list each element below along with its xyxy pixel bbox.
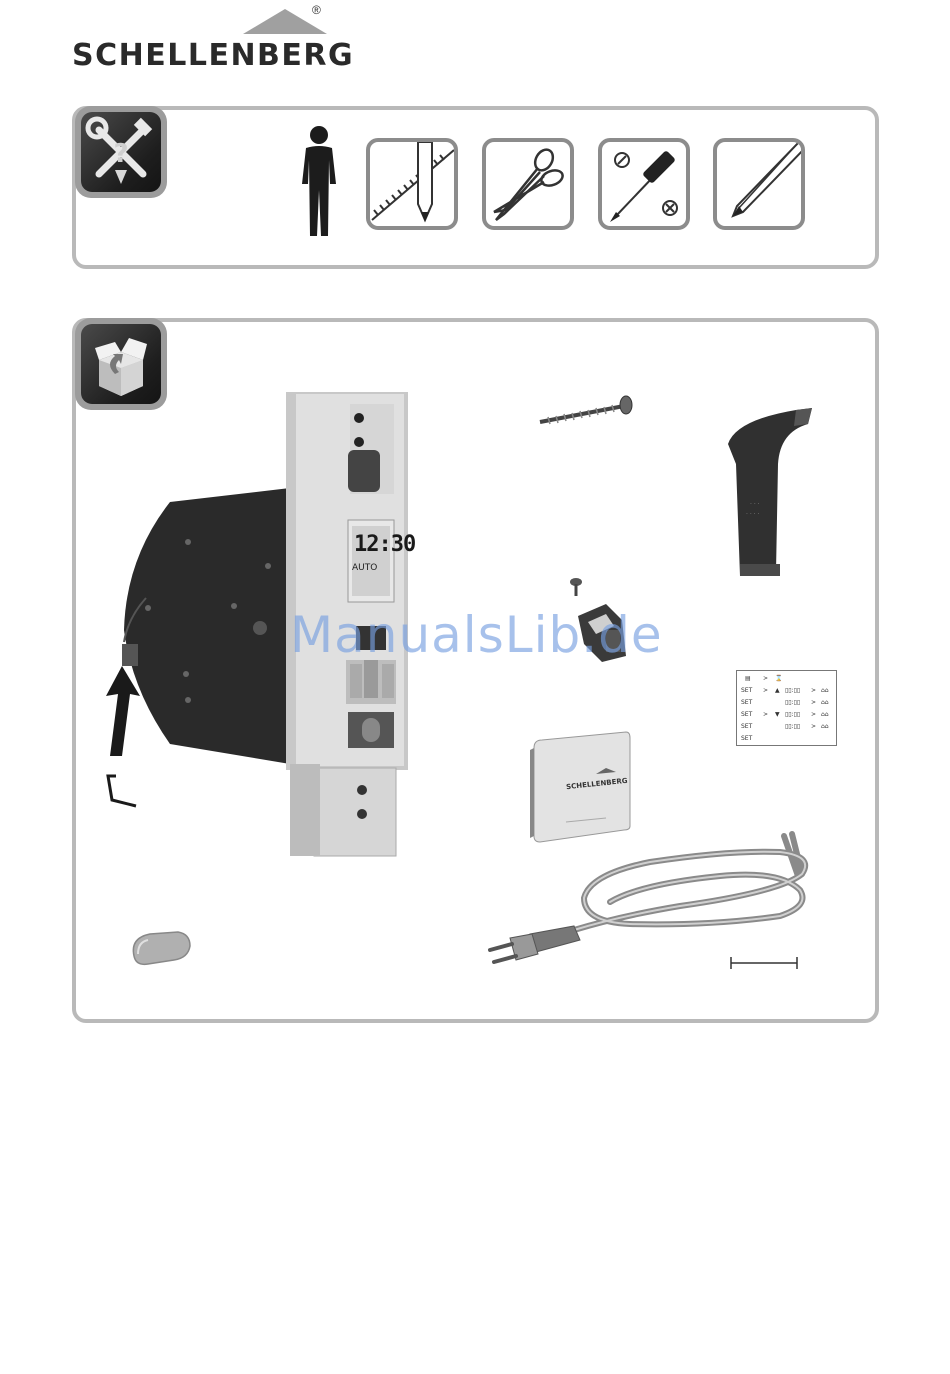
- table-row: SET ▯▯:▯▯>⌂⌂: [741, 699, 836, 708]
- end-cap-part: [126, 926, 196, 972]
- scissors-icon: [482, 138, 574, 230]
- display-mode: AUTO: [352, 563, 377, 573]
- display-time: 12:30: [354, 532, 415, 557]
- insert-arrow-icon: [98, 664, 148, 814]
- person-icon: [298, 124, 340, 238]
- table-row: SET: [741, 735, 836, 744]
- table-row: SET ▯▯:▯▯>⌂⌂: [741, 723, 836, 732]
- watermark: ManualsLib.de: [290, 606, 663, 664]
- hourglass-icon: ⌛: [775, 675, 782, 682]
- pencil-icon: [713, 138, 805, 230]
- length-marker: [728, 954, 800, 972]
- brand-name: SCHELLENBERG: [72, 38, 354, 73]
- ruler-pencil-icon: [366, 138, 458, 230]
- screwdriver-icon: [598, 138, 690, 230]
- screw-part: [536, 392, 640, 428]
- tools-question-icon: ?: [75, 106, 167, 198]
- table-row: SET > ▼ ▯▯:▯▯>⌂⌂: [741, 711, 836, 720]
- svg-text:· · ·: · · ·: [750, 501, 760, 508]
- strap-guide-part: · · · · · · ·: [720, 404, 820, 580]
- svg-text:?: ?: [113, 139, 128, 169]
- table-row: ▤ > ⌛: [741, 675, 836, 684]
- registered-mark: ®: [312, 3, 321, 17]
- table-row: SET > ▲ ▯▯:▯▯>⌂⌂: [741, 687, 836, 696]
- svg-text:· · · ·: · · · ·: [746, 511, 759, 518]
- programming-table: ▤ > ⌛ SET > ▲ ▯▯:▯▯>⌂⌂ SET ▯▯:▯▯>⌂⌂ SET …: [736, 670, 837, 746]
- menu-icon: ▤: [745, 675, 751, 682]
